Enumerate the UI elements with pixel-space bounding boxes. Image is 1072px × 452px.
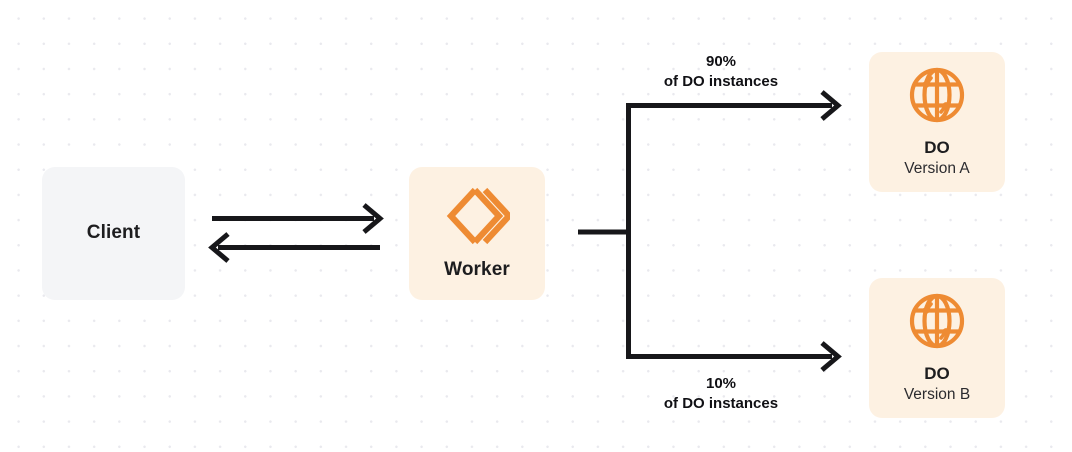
edge-label-do-a-percent: 90% — [705, 53, 737, 70]
edge-label-do-b: 10% of DO instances — [636, 374, 806, 414]
edge-worker-to-do-a — [626, 90, 842, 121]
edge-label-do-b-description: of DO instances — [663, 394, 779, 412]
edge-label-do-a: 90% of DO instances — [636, 52, 806, 92]
node-do-version-b-sublabel: Version B — [903, 386, 971, 404]
node-do-version-b[interactable]: DO Version B — [869, 278, 1005, 418]
node-client-label: Client — [86, 222, 141, 244]
edge-client-to-worker — [212, 203, 384, 234]
globe-icon — [907, 291, 967, 351]
edge-label-do-a-description: of DO instances — [663, 72, 779, 90]
edge-label-do-b-percent: 10% — [705, 375, 737, 392]
node-do-version-a[interactable]: DO Version A — [869, 52, 1005, 192]
node-do-version-b-label: DO — [924, 363, 950, 383]
node-worker[interactable]: Worker — [409, 167, 545, 300]
globe-icon — [907, 65, 967, 125]
node-do-version-a-sublabel: Version A — [904, 160, 970, 178]
node-worker-label: Worker — [444, 259, 510, 281]
edge-worker-to-client — [208, 232, 380, 263]
cloudflare-workers-logo-icon — [444, 186, 514, 246]
edge-worker-to-do-b — [626, 341, 842, 372]
node-client[interactable]: Client — [42, 167, 185, 300]
node-do-version-a-label: DO — [924, 137, 950, 157]
